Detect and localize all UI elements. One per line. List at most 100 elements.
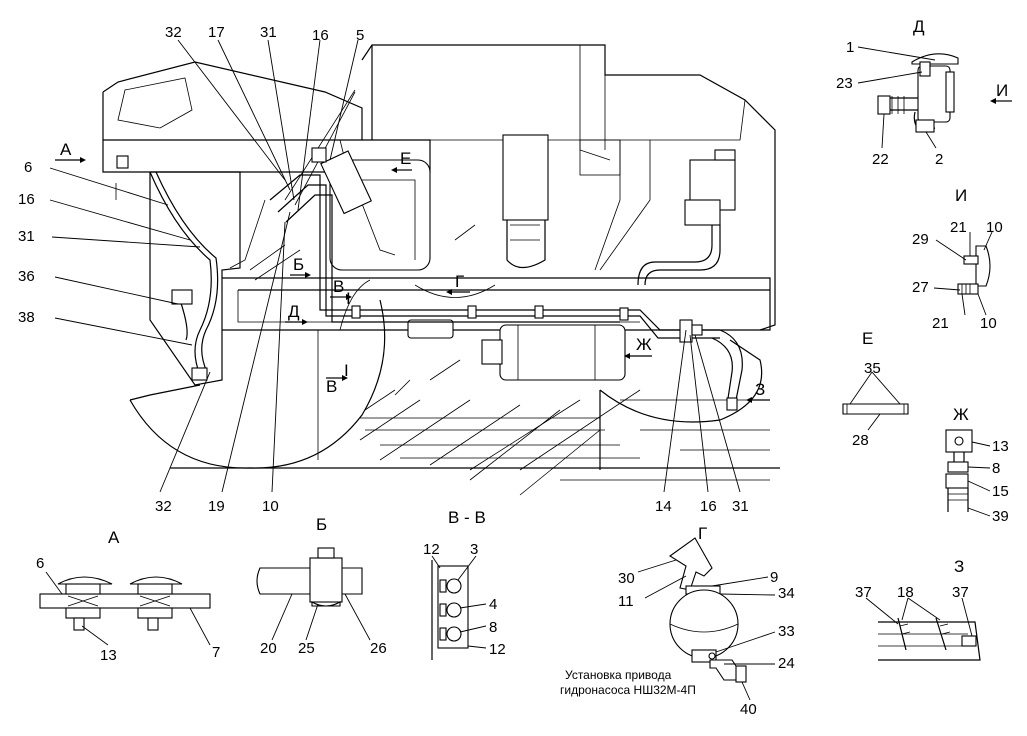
view-marker-g: Г: [455, 272, 464, 291]
callout-25: 25: [298, 640, 315, 657]
callout-28: 28: [852, 432, 869, 449]
callout-30: 30: [618, 570, 635, 587]
detail-d: Д 1 23 22 2 И: [836, 17, 1012, 168]
cab-outline: [361, 44, 776, 331]
main-view-leaders: [49, 39, 741, 493]
callout-12-top: 12: [423, 541, 440, 558]
callout-10-top: 10: [986, 219, 1003, 236]
detail-g: Г 30 11 9 34 33 24 40 Установка привода …: [560, 524, 795, 718]
view-marker-i-top: I: [346, 289, 351, 308]
callout-13-a: 13: [100, 647, 117, 664]
callout-31-left: 31: [18, 228, 35, 245]
callout-37-left: 37: [855, 584, 872, 601]
callout-31-bottom: 31: [732, 498, 749, 515]
callout-36: 36: [18, 268, 35, 285]
callout-38: 38: [18, 309, 35, 326]
main-assembly-view: [102, 44, 780, 496]
callout-33: 33: [778, 623, 795, 640]
callout-32-bottom: 32: [155, 498, 172, 515]
callout-27: 27: [912, 279, 929, 296]
callout-14: 14: [655, 498, 672, 515]
callout-16-left: 16: [18, 191, 35, 208]
left-hose: [149, 171, 212, 376]
callout-39: 39: [992, 508, 1009, 525]
callout-9: 9: [770, 569, 778, 586]
view-marker-e: Е: [400, 149, 411, 168]
detail-e-title: Е: [862, 329, 873, 348]
callout-16-top: 16: [312, 27, 329, 44]
detail-b: Б 20 25 26: [256, 515, 387, 657]
detail-g-caption-line2: гидронасоса НШ32М-4П: [560, 683, 696, 697]
hood-outline: [102, 61, 363, 140]
detail-a: А 6 13 7: [36, 528, 220, 664]
callout-18: 18: [897, 584, 914, 601]
callout-29: 29: [912, 231, 929, 248]
callout-32-top: 32: [165, 24, 182, 41]
hydraulic-line-1: [269, 174, 720, 331]
detail-e: Е 35 28: [842, 329, 909, 449]
detail-v-v: В - В 12 3 4 8 12: [423, 508, 506, 660]
tank: [499, 324, 626, 381]
detail-g-caption-line1: Установка привода: [565, 668, 672, 682]
callout-7: 7: [212, 644, 220, 661]
callout-22: 22: [872, 151, 889, 168]
callout-6-a: 6: [36, 555, 44, 572]
callout-34: 34: [778, 585, 795, 602]
callout-40: 40: [740, 701, 757, 718]
callout-26: 26: [370, 640, 387, 657]
detail-i: И 21 10 29 27 21 10: [912, 186, 1003, 332]
callout-23: 23: [836, 75, 853, 92]
callout-16-bottom: 16: [700, 498, 717, 515]
detail-z-title: З: [954, 557, 964, 576]
detail-zh: Ж 13 8 15 39: [945, 405, 1009, 525]
column-housing: [502, 134, 549, 221]
callout-10-bottom-i: 10: [980, 315, 997, 332]
callout-10-bottom: 10: [262, 498, 279, 515]
callout-8-zh: 8: [992, 460, 1000, 477]
detail-d-arrow-label: И: [996, 81, 1008, 100]
callout-13-zh: 13: [992, 438, 1009, 455]
platform: [222, 277, 771, 331]
view-marker-v-top: В: [333, 277, 344, 296]
hydraulic-line-3: [285, 194, 620, 323]
rear-wheel-arc: [599, 339, 763, 423]
callout-21-top: 21: [950, 219, 967, 236]
hydraulic-line-2: [277, 184, 720, 339]
detail-vv-title: В - В: [448, 508, 486, 527]
callout-24: 24: [778, 655, 795, 672]
main-view-labels: 32 17 31 16 5 6 16 31 36 38 32 19 10 14 …: [18, 24, 765, 515]
detail-d-title: Д: [913, 17, 925, 36]
detail-b-title: Б: [316, 515, 327, 534]
callout-2: 2: [935, 151, 943, 168]
view-marker-v-bottom: В: [326, 377, 337, 396]
callout-37-right: 37: [952, 584, 969, 601]
callout-21-bottom: 21: [932, 315, 949, 332]
callout-8-vv: 8: [489, 619, 497, 636]
callout-31-top: 31: [260, 24, 277, 41]
detail-a-title: А: [108, 528, 120, 547]
callout-11: 11: [618, 593, 634, 610]
front-wheel-arc: [129, 299, 386, 469]
callout-17: 17: [208, 24, 225, 41]
view-marker-z: З: [755, 380, 765, 399]
view-arrows: [55, 157, 770, 403]
callout-20: 20: [260, 640, 277, 657]
callout-5: 5: [356, 27, 364, 44]
detail-g-title: Г: [698, 524, 707, 543]
detail-zh-title: Ж: [953, 405, 969, 424]
detail-i-title: И: [955, 186, 967, 205]
callout-3: 3: [470, 541, 478, 558]
callout-6-left: 6: [24, 159, 32, 176]
view-marker-d: Д: [288, 302, 300, 321]
callout-4: 4: [489, 596, 497, 613]
callout-1: 1: [846, 39, 854, 56]
callout-15: 15: [992, 483, 1009, 500]
detail-z: З 37 18 37: [855, 557, 981, 661]
callout-12-bottom: 12: [489, 641, 506, 658]
view-marker-b: Б: [293, 255, 304, 274]
view-marker-a: А: [60, 140, 72, 159]
view-marker-i-bottom: I: [344, 361, 349, 380]
callout-35: 35: [864, 360, 881, 377]
